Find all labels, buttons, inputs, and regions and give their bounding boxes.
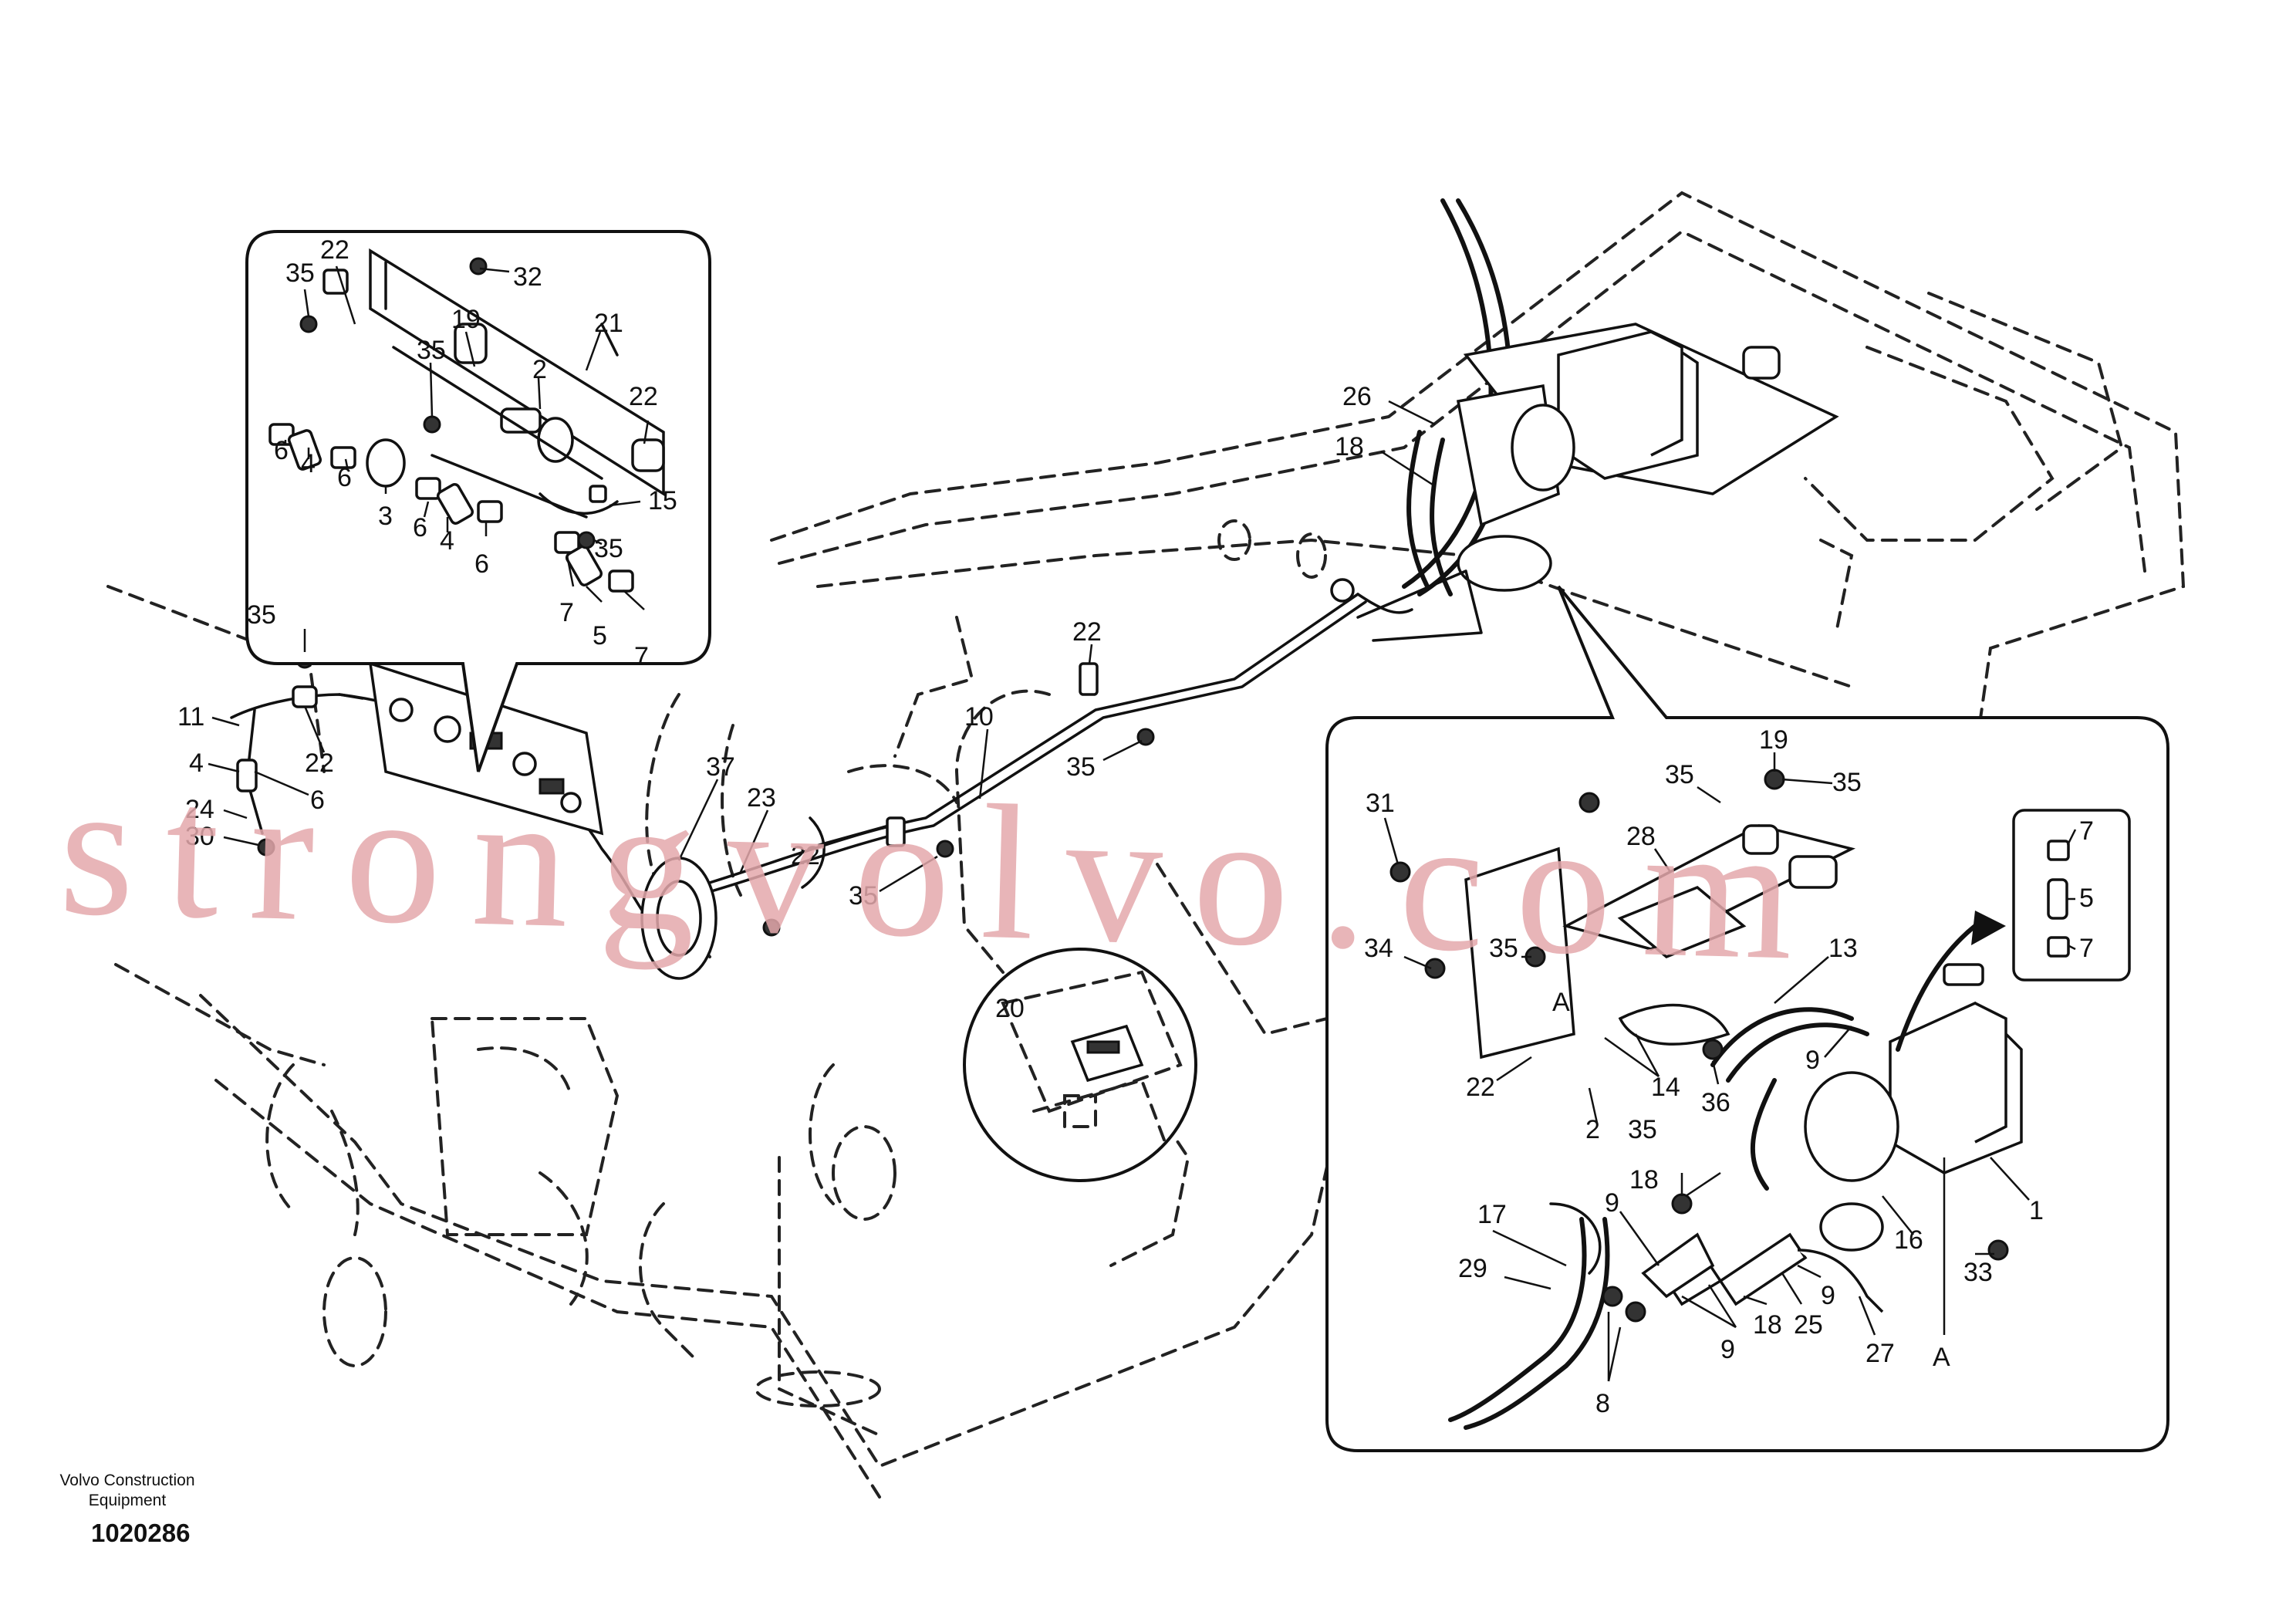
- callout-label: 23: [747, 783, 776, 813]
- labels-detail-left: 22 35 32 21 19 35 2 22 6 4 6 3 6 4 6 15 …: [274, 235, 677, 671]
- callout-label: 16: [1894, 1225, 1923, 1255]
- callout-label: 22: [1072, 617, 1102, 647]
- callout-label: 4: [301, 449, 316, 478]
- callout-label: 35: [247, 600, 276, 630]
- callout-label: 6: [337, 463, 352, 492]
- labels-main: 35 11 4 22 6 24 30 37 23 22 35 10 22 35 …: [177, 382, 1372, 1023]
- callout-label: 34: [1364, 934, 1393, 963]
- grommet: [640, 857, 718, 980]
- callout-label: 17: [1477, 1200, 1507, 1229]
- callout-label: 22: [1466, 1073, 1495, 1102]
- callout-label: 13: [1828, 934, 1858, 963]
- callout-label: 22: [305, 748, 334, 778]
- callout-label: 36: [1701, 1088, 1730, 1117]
- callout-label: 21: [594, 309, 623, 338]
- callout-label: 35: [1832, 768, 1862, 797]
- callout-label: 18: [1335, 432, 1364, 461]
- callout-label: 35: [1628, 1115, 1657, 1144]
- callout-label: 15: [648, 486, 677, 515]
- callout-label: 30: [185, 822, 214, 851]
- detail-right-bubble: [1325, 585, 2169, 1452]
- callout-label: 29: [1458, 1254, 1487, 1283]
- callout-label: 1: [2029, 1196, 2044, 1225]
- callout-label: 24: [185, 795, 214, 824]
- callout-label: 9: [1720, 1335, 1735, 1364]
- machine-frame-outline: [106, 191, 2186, 1499]
- callout-label: 8: [1595, 1389, 1610, 1418]
- callout-label: 11: [177, 702, 204, 732]
- watermark-text: strongvolvo.com: [57, 742, 1827, 1002]
- callout-label: 22: [629, 382, 658, 411]
- callout-label: 19: [1759, 725, 1788, 755]
- document-number: 1020286: [91, 1519, 190, 1547]
- callout-label: 7: [2079, 816, 2094, 846]
- callout-label: 6: [413, 513, 427, 542]
- callout-label: 7: [634, 642, 649, 671]
- footer: Volvo Construction Equipment 1020286: [59, 1472, 194, 1547]
- callout-label: 35: [1066, 752, 1096, 782]
- callout-label: 14: [1651, 1073, 1680, 1102]
- callout-label: 4: [189, 748, 204, 778]
- callout-label: 5: [593, 621, 607, 650]
- callout-label: 37: [706, 752, 735, 782]
- callout-label: 18: [1753, 1310, 1782, 1340]
- callout-label: 25: [1794, 1310, 1823, 1340]
- callout-label: 32: [513, 262, 542, 292]
- callout-label: 27: [1866, 1339, 1895, 1368]
- callout-label: 2: [1585, 1115, 1600, 1144]
- heater-unit: [1330, 323, 1839, 642]
- callout-label: A: [1933, 1343, 1950, 1372]
- callout-label: 5: [2079, 884, 2094, 913]
- callout-label: 9: [1805, 1046, 1820, 1075]
- callout-label: A: [1552, 988, 1570, 1017]
- callout-label: 9: [1821, 1281, 1835, 1310]
- callout-label: 9: [1605, 1188, 1619, 1218]
- callout-label: 6: [474, 549, 489, 579]
- callout-label: 4: [440, 526, 454, 556]
- callout-label: 28: [1626, 822, 1656, 851]
- callout-label: 35: [849, 881, 878, 911]
- callout-label: 31: [1366, 789, 1395, 818]
- callout-label: 2: [532, 355, 547, 384]
- callout-label: 19: [451, 305, 481, 334]
- callout-label: 35: [1489, 934, 1518, 963]
- company-line-1: Volvo Construction: [59, 1472, 194, 1489]
- callout-label: 35: [417, 336, 446, 365]
- callout-label: 33: [1963, 1258, 1993, 1287]
- callout-label: 22: [320, 235, 349, 265]
- callout-label: 35: [285, 259, 315, 288]
- callout-label: 3: [378, 502, 393, 531]
- callout-label: 20: [995, 994, 1025, 1023]
- callout-label: 6: [310, 786, 325, 815]
- callout-label: 26: [1342, 382, 1372, 411]
- callout-label: 35: [594, 534, 623, 563]
- company-line-2: Equipment: [89, 1492, 167, 1509]
- labels-detail-right: 31 35 19 35 28 7 5 7 34 35 13 A 9 22 14 …: [1364, 725, 2094, 1418]
- leader-lines: [208, 265, 2077, 1382]
- detail-left-bubble: [245, 230, 711, 772]
- callout-label: 10: [964, 702, 994, 732]
- detail-circle-switch: [963, 948, 1197, 1182]
- callout-label: 6: [274, 436, 289, 465]
- callout-label: 35: [1665, 760, 1694, 789]
- callout-label: 7: [559, 598, 574, 627]
- callout-label: 18: [1629, 1165, 1659, 1195]
- callout-label: 7: [2079, 934, 2094, 963]
- callout-label: 22: [791, 841, 820, 870]
